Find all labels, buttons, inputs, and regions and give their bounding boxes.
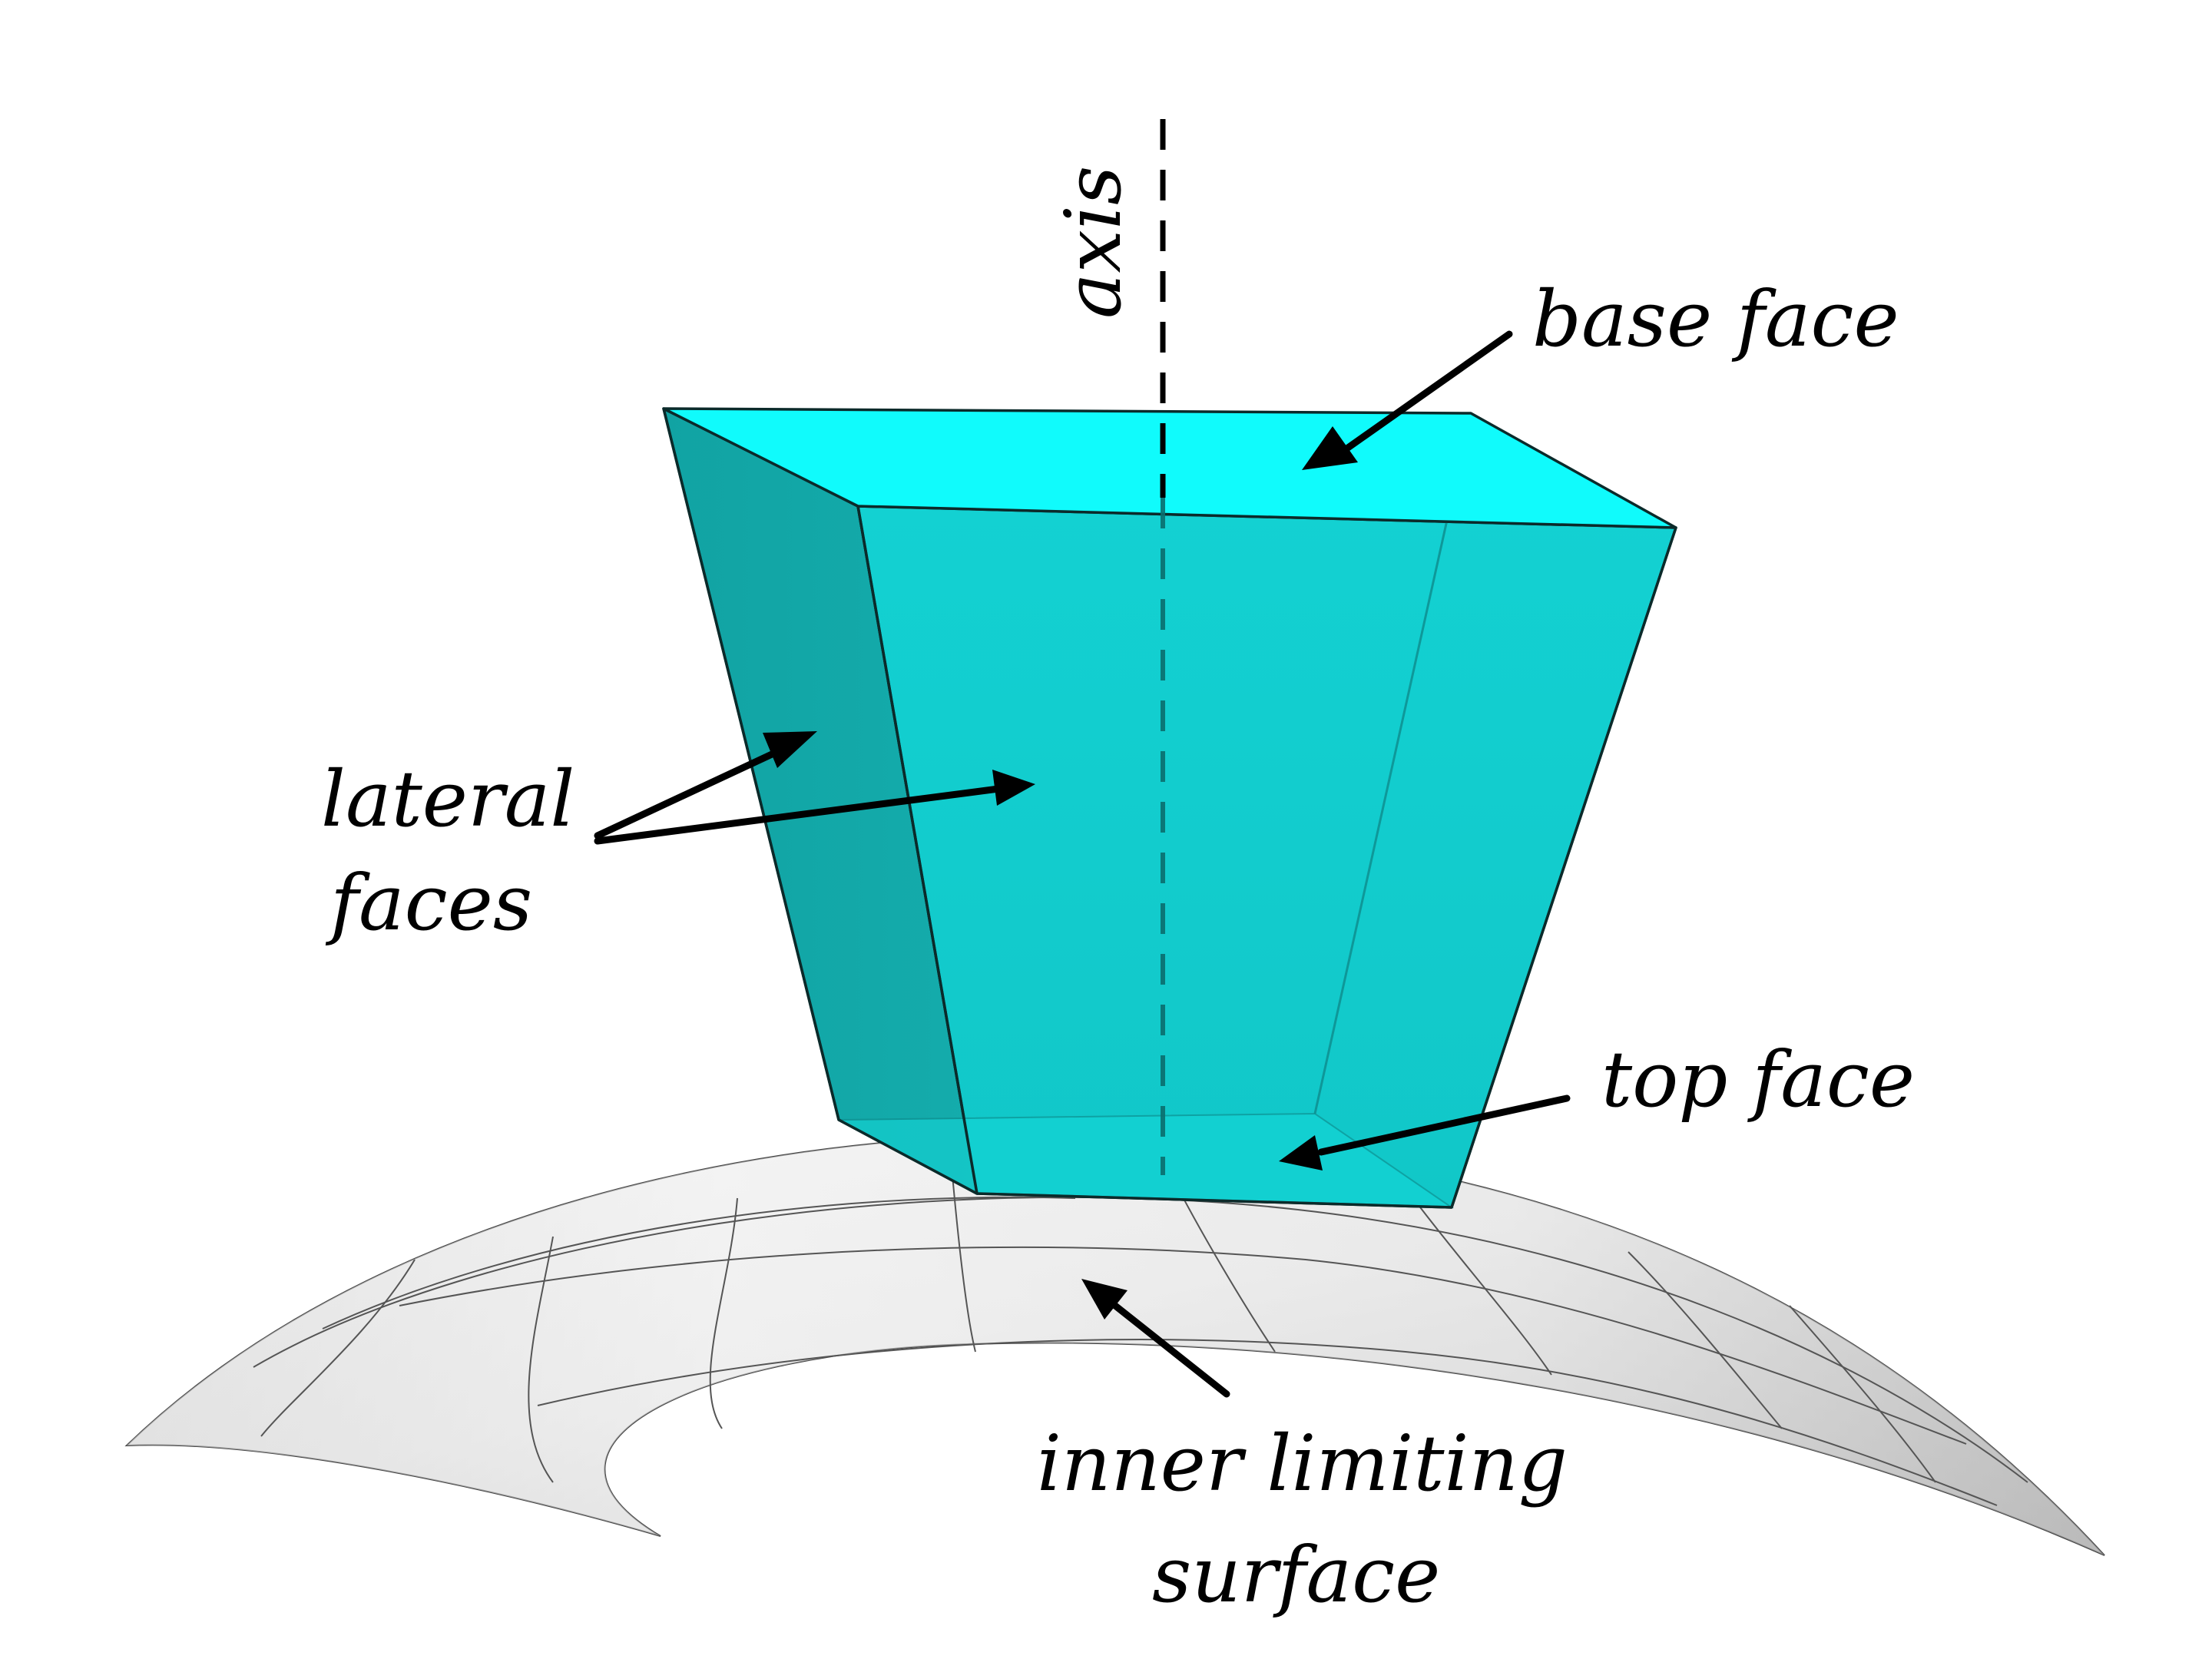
inner-surface-label-line1: inner limiting [1037,1419,1568,1508]
frustum [662,407,1677,1209]
lateral-faces-arrow-left [594,731,817,839]
base-face-arrow [1302,330,1513,470]
axis-label: axis [1048,166,1138,319]
lateral-label-line2: faces [325,858,532,948]
top-face-label: top face [1601,1035,1915,1124]
base-face-label: base face [1532,274,1899,364]
inner-limiting-surface [124,1134,2105,1556]
inner-surface-arrow [1081,1279,1230,1398]
top-face-arrow [1279,1094,1571,1171]
inner-surface-label-line2: surface [1152,1530,1440,1620]
lateral-label-line1: lateral [321,754,575,844]
lateral-faces-arrow-right [594,770,1035,845]
